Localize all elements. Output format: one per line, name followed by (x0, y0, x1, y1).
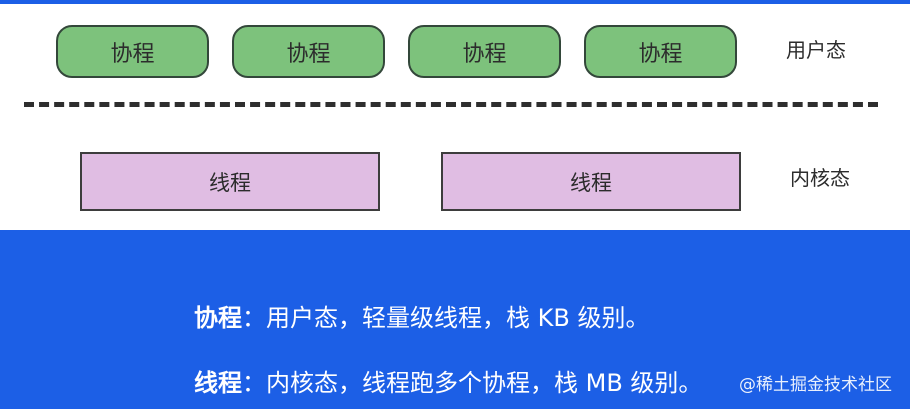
watermark: @稀土掘金技术社区 (739, 375, 892, 395)
thread-description-text: ：内核态，线程跑多个协程，栈 MB 级别。 (242, 369, 703, 397)
thread-term: 线程 (194, 369, 242, 397)
coroutine-term: 协程 (194, 304, 242, 332)
info-panel: 协程：用户态，轻量级线程，栈 KB 级别。 线程：内核态，线程跑多个协程，栈 M… (0, 230, 910, 409)
thread-description: 线程：内核态，线程跑多个协程，栈 MB 级别。 (194, 363, 702, 398)
thread-box: 线程 (80, 152, 380, 211)
coroutine-box: 协程 (584, 25, 737, 78)
kernel-mode-label: 内核态 (790, 166, 850, 190)
thread-box: 线程 (441, 152, 741, 211)
coroutine-description-text: ：用户态，轻量级线程，栈 KB 级别。 (242, 304, 650, 332)
coroutine-box: 协程 (56, 25, 209, 78)
mode-divider (24, 102, 878, 107)
coroutine-thread-diagram: 协程 协程 协程 协程 用户态 线程 线程 内核态 (0, 4, 910, 230)
coroutine-description: 协程：用户态，轻量级线程，栈 KB 级别。 (194, 298, 649, 333)
top-accent-bar (0, 0, 910, 4)
coroutine-box: 协程 (232, 25, 385, 78)
coroutine-box: 协程 (408, 25, 561, 78)
user-mode-label: 用户态 (786, 38, 846, 62)
